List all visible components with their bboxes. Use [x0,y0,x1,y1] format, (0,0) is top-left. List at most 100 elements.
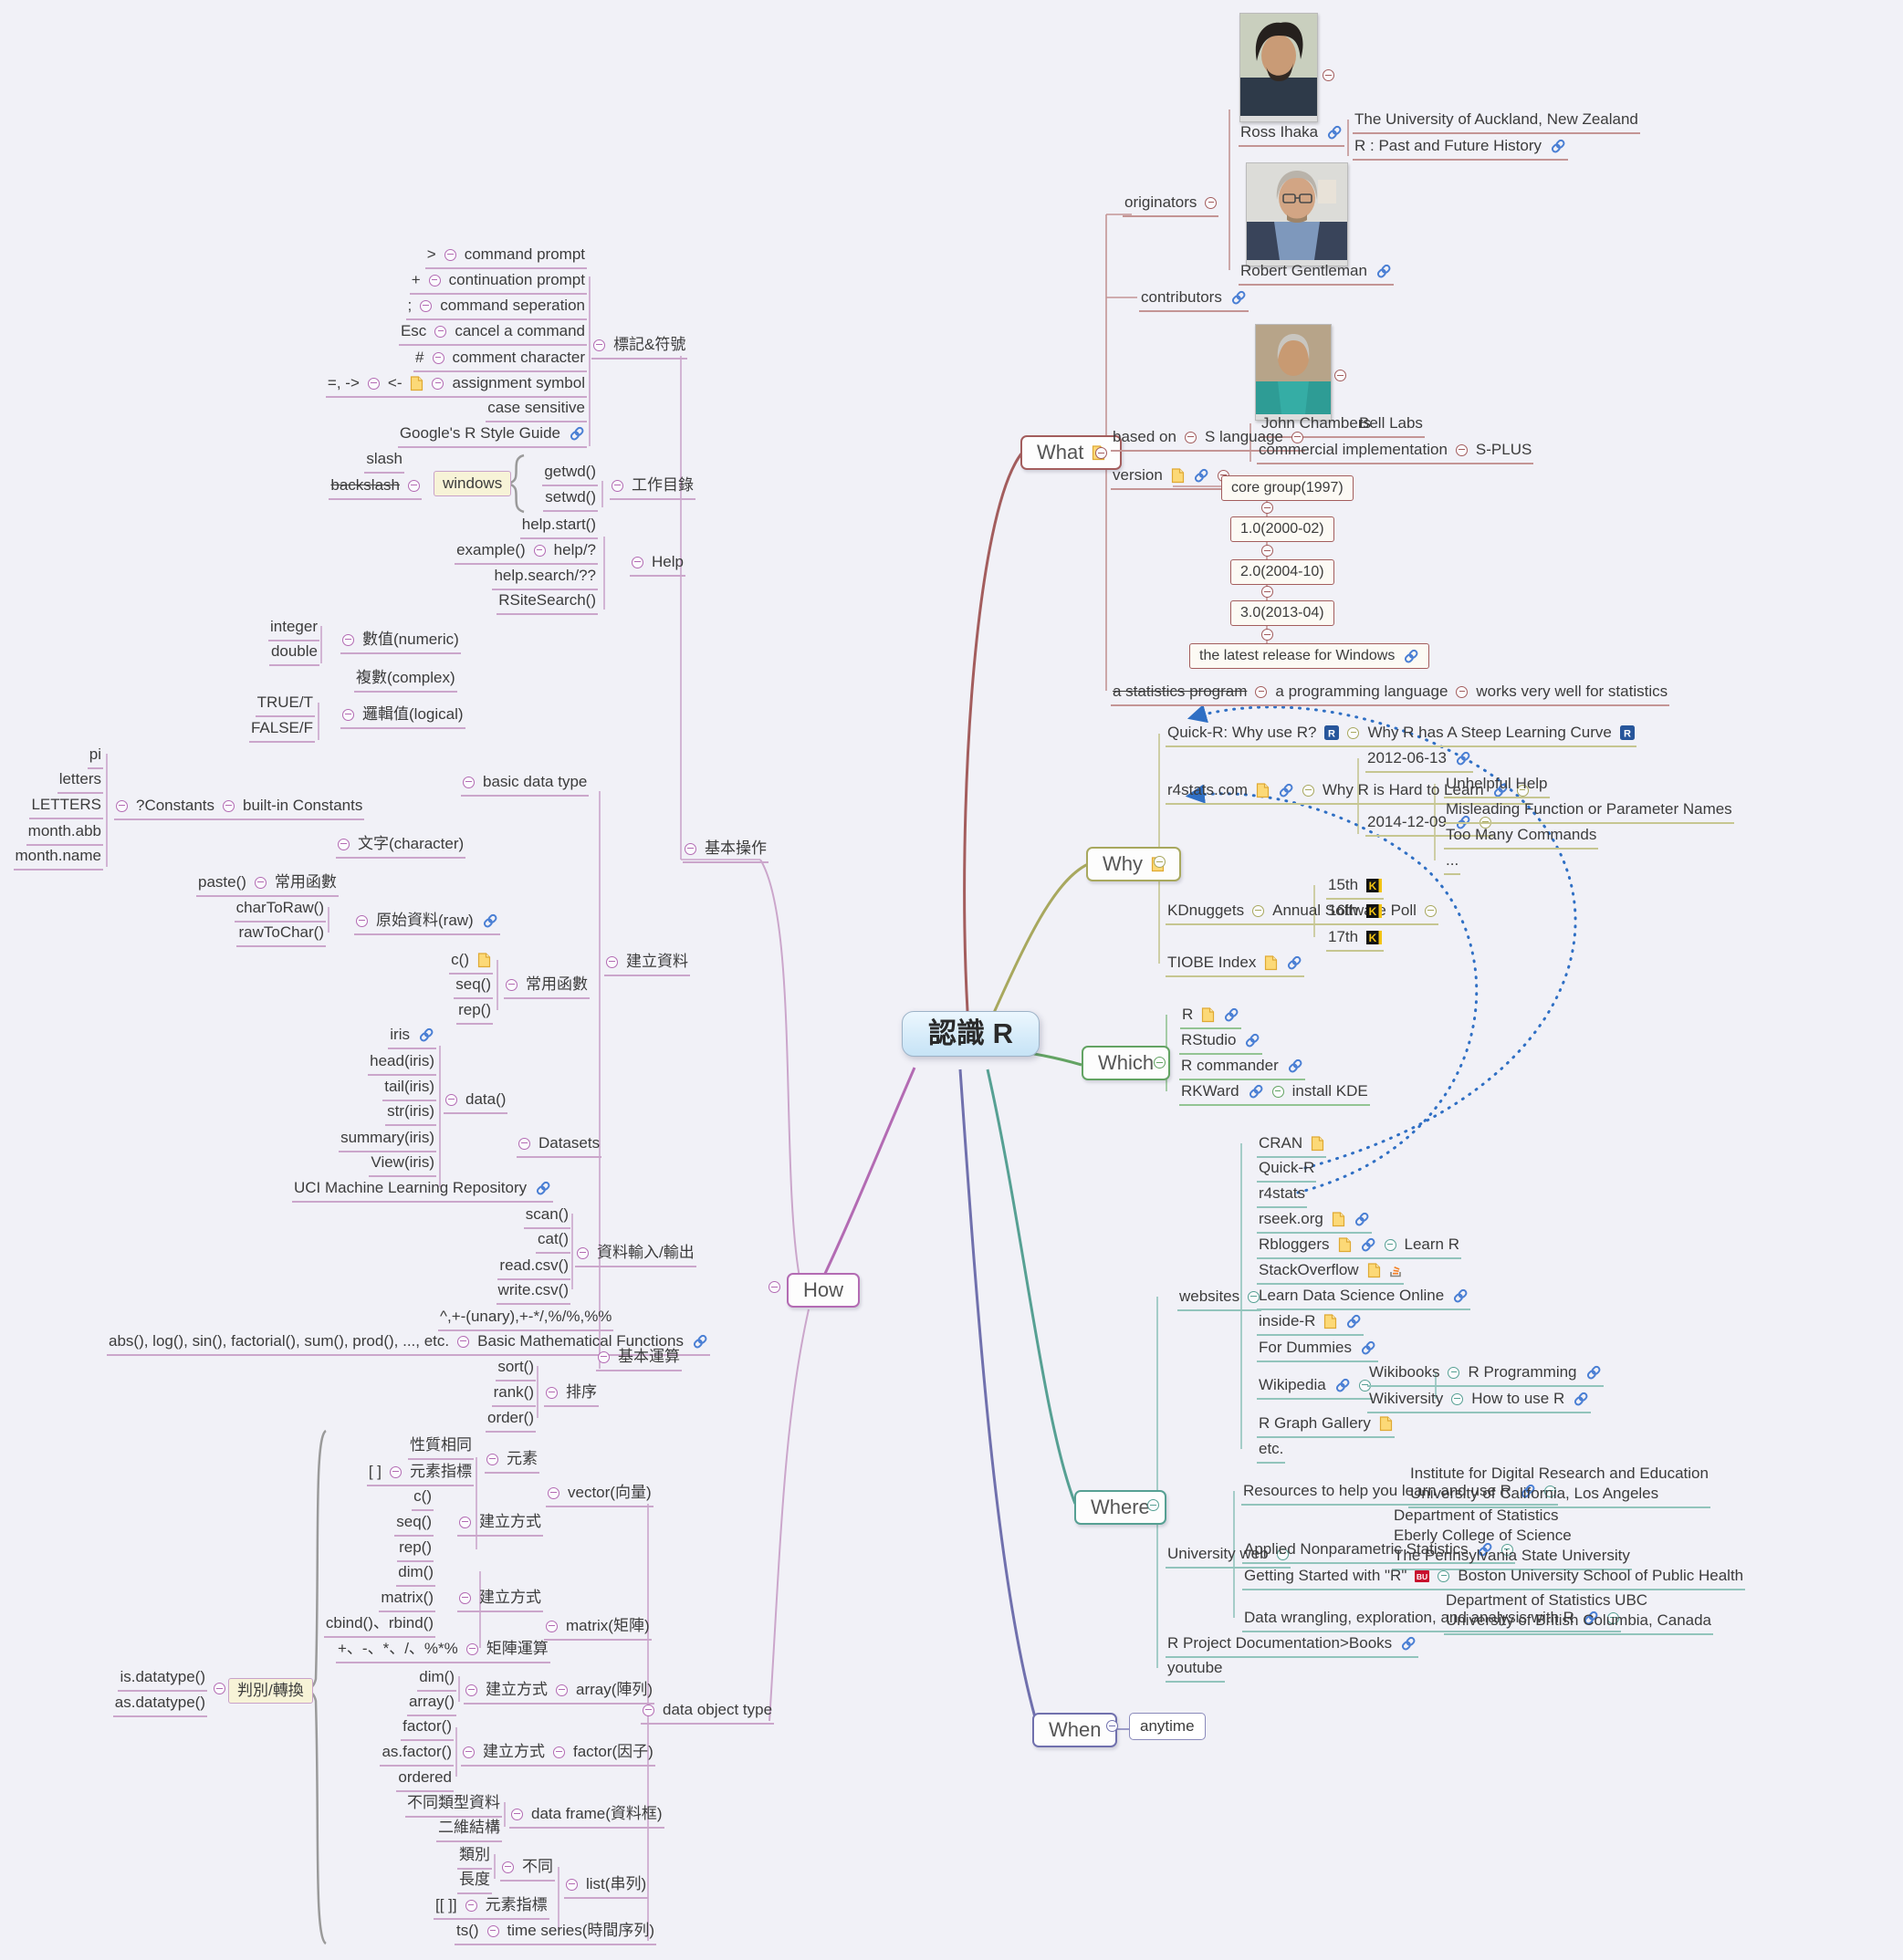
topic-applied-nonparametric-statistics[interactable]: Applied Nonparametric Statistics [1242,1539,1515,1564]
topic-cbind-rbind[interactable]: cbind()、rbind() [323,1613,435,1638]
topic-view-iris[interactable]: View(iris) [369,1152,436,1177]
link-icon[interactable] [482,912,498,929]
topic-rank[interactable]: rank() [491,1382,536,1407]
collapse-icon[interactable] [1455,443,1468,456]
topic-websites[interactable]: websites [1177,1287,1262,1311]
topic-double[interactable]: double [268,641,319,666]
topic-false-f[interactable]: FALSE/F [248,718,315,743]
topic-vector[interactable]: vector(向量) [546,1483,654,1507]
link-icon[interactable] [692,1333,708,1350]
collapse-icon[interactable] [1205,196,1218,209]
link-icon[interactable] [1345,1313,1362,1329]
topic-setwd[interactable]: setwd() [543,487,598,512]
link-icon[interactable] [1360,1236,1376,1253]
topic-read-csv[interactable]: read.csv() [497,1256,570,1280]
topic-numeric[interactable]: 數值(numeric) [340,630,461,654]
topic[interactable]: ;command seperation [405,296,587,320]
topic-matrix[interactable]: matrix() [379,1588,435,1612]
collapse-icon[interactable] [1500,1543,1513,1556]
topic[interactable]: 性質相同 [408,1435,474,1460]
collapse-icon[interactable] [548,1486,559,1499]
collapse-icon[interactable] [342,708,354,721]
topic[interactable]: 排序 [544,1382,599,1407]
topic[interactable]: 建立資料 [604,952,690,976]
version-2-0[interactable]: 2.0(2004-10) [1230,559,1334,585]
link-icon[interactable] [1550,138,1566,154]
topic-month-abb[interactable]: month.abb [26,821,103,846]
collapse-icon[interactable] [445,1093,457,1106]
collapse-icon[interactable] [502,1861,514,1873]
collapse-toggle[interactable] [1261,586,1273,598]
topic-r-project-documentation-books[interactable]: R Project Documentation>Books [1166,1633,1419,1658]
topic-resources-to-help-you-learn-and-use-r[interactable]: Resources to help you learn and use R [1241,1481,1558,1506]
collapse-icon[interactable] [1147,1499,1159,1511]
link-icon[interactable] [1583,1610,1599,1626]
link-icon[interactable] [1452,1288,1469,1304]
topic-raw[interactable]: 原始資料(raw) [354,911,500,935]
collapse-toggle[interactable] [1323,69,1334,81]
link-icon[interactable] [1193,467,1209,484]
topic-institute-for-digital-research-and-education-university-of-california-los-angeles[interactable]: Institute for Digital Research and Educa… [1408,1464,1710,1508]
topic-seq[interactable]: seq() [394,1512,434,1537]
topic[interactable]: [ ]元素指標 [366,1462,474,1486]
topic-rseek-org[interactable]: rseek.org [1257,1209,1372,1234]
topic-case-sensitive[interactable]: case sensitive [486,398,587,422]
topic-stackoverflow[interactable]: StackOverflow [1257,1260,1404,1285]
topic[interactable]: 長度 [457,1870,492,1894]
collapse-icon[interactable] [1095,447,1107,459]
topic-logical[interactable]: 邏輯值(logical) [340,704,465,729]
link-icon[interactable] [1354,1211,1370,1227]
topic-summary-iris[interactable]: summary(iris) [339,1128,436,1152]
collapse-icon[interactable] [546,1620,558,1632]
topic[interactable]: 不同類型資料 [405,1793,502,1818]
collapse-icon[interactable] [553,1746,565,1758]
topic[interactable]: >command prompt [424,245,587,269]
topic-is-datatype[interactable]: is.datatype() [118,1667,207,1692]
collapse-icon[interactable] [598,1350,610,1363]
topic[interactable]: 資料輸入/輸出 [575,1243,696,1267]
topic-r[interactable]: R [1180,1005,1242,1029]
topic[interactable]: +、-、*、/、%*%矩陣運算 [336,1639,550,1663]
collapse-icon[interactable] [214,1683,225,1694]
collapse-icon[interactable] [1276,1548,1289,1560]
collapse-icon[interactable] [1184,431,1197,443]
collapse-icon[interactable] [408,479,420,492]
collapse-icon[interactable] [338,838,350,850]
link-icon[interactable] [1230,289,1247,306]
topic[interactable]: 二維結構 [436,1818,502,1842]
collapse-toggle[interactable] [1106,1720,1118,1732]
link-icon[interactable] [1477,1541,1493,1558]
collapse-icon[interactable] [459,1591,471,1604]
topic-as-factor[interactable]: as.factor() [380,1742,454,1767]
collapse-icon[interactable] [1438,1569,1450,1582]
windows-box[interactable]: windows [434,471,512,496]
collapse-icon[interactable] [465,1899,477,1912]
collapse-icon[interactable] [457,1335,470,1348]
topic-r-graph-gallery[interactable]: R Graph Gallery [1257,1413,1395,1438]
topic-unhelpful-help[interactable]: Unhelpful Help [1444,774,1550,798]
topic[interactable]: #comment character [413,348,587,372]
topic[interactable]: 建立方式 [457,1512,543,1537]
topic-learn-data-science-online[interactable]: Learn Data Science Online [1257,1286,1471,1310]
collapse-icon[interactable] [556,1684,568,1696]
topic-matrix[interactable]: matrix(矩陣) [544,1616,652,1641]
topic-letters[interactable]: LETTERS [29,795,103,819]
topic-which[interactable]: Which [1082,1046,1171,1080]
collapse-icon[interactable] [1261,629,1273,641]
collapse-icon[interactable] [463,776,475,788]
link-icon[interactable] [1492,782,1509,798]
link-icon[interactable] [535,1180,551,1196]
topic-originators[interactable]: originators [1123,193,1219,217]
topic-unary[interactable]: ^,+-(unary),+-*/,%/%,%% [438,1307,614,1331]
topic-array[interactable]: array() [406,1692,456,1716]
link-icon[interactable] [1360,1340,1376,1356]
topic-department-of-statistics-eberly-college-of-science-the-pennsylvania-state-university[interactable]: Department of Statistics Eberly College … [1392,1506,1632,1570]
topic-uci-machine-learning-repository[interactable]: UCI Machine Learning Repository [292,1178,554,1203]
collapse-icon[interactable] [428,274,441,287]
